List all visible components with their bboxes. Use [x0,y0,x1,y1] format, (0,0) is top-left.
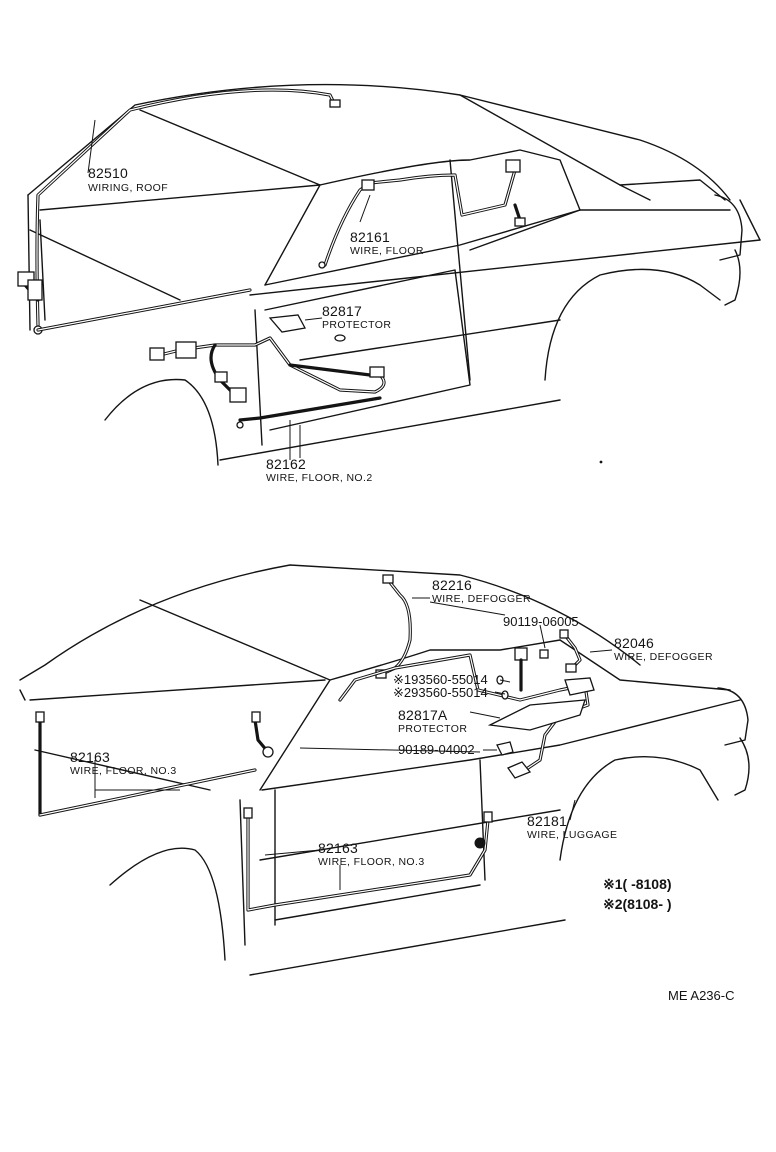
top-car-body [27,83,761,466]
defogger-connector-icon [382,574,394,584]
callout-82181-name: WIRE, LUGGAGE [527,829,617,841]
callout-82510-name: WIRING, ROOF [88,182,168,194]
roof-wiring-harness [17,88,341,335]
defogger-wire-harness [375,574,412,679]
floor-no3-left-connector-icon [35,711,45,723]
callout-82162-number: 82162 [266,456,306,472]
callout-82163-left-name: WIRE, FLOOR, NO.3 [70,765,177,777]
floor-connector-icon [505,159,521,173]
callout-82161-number: 82161 [350,229,390,245]
luggage-connector-icon [507,761,532,779]
callout-82163-right-name: WIRE, FLOOR, NO.3 [318,856,425,868]
callout-90119-number: 90119-06005 [503,614,579,629]
callout-82216-number: 82216 [432,577,472,593]
speck [599,460,603,464]
callout-82181-number: 82181 [527,813,567,829]
top-leader-lines [87,119,371,460]
callout-82216-name: WIRE, DEFOGGER [432,593,531,605]
defogger-82046-harness [559,629,582,673]
floor-wire-no3-right-harness [243,807,493,912]
floor-wire-no2-harness [149,314,386,429]
protector-pad-icon [268,314,306,333]
callout-82163-right-number: 82163 [318,840,358,856]
callout-82510-number: 82510 [88,165,128,181]
callout-90189-number: 90189-04002 [398,742,475,757]
floor-wire-no3-left-harness [35,711,274,817]
callout-82817-number: 82817 [322,303,362,319]
roof-connector-icon [329,99,341,108]
floor-no3-right-connector-icon [243,807,253,819]
callout-82161-name: WIRE, FLOOR [350,245,424,257]
callout-82817a-number: 82817A [398,707,448,723]
callout-82046-name: WIRE, DEFOGGER [614,651,713,663]
luggage-wire-harness [338,647,595,779]
note-type2-range: ※2(8108- ) [603,896,672,912]
callout-82162-name: WIRE, FLOOR, NO.2 [266,472,373,484]
floor-no2-connector-icon [149,347,165,361]
diagram-reference: ME A236-C [668,988,734,1003]
callout-93560-55014-type1: ※193560-55014 [393,672,488,687]
clamp-90119-icon [539,649,549,659]
grommet-90189-icon [496,741,514,756]
callout-82817-name: PROTECTOR [322,319,391,331]
callout-82163-left-number: 82163 [70,749,110,765]
protector-82817a-icon [487,699,586,731]
bottom-leader-lines [94,597,613,890]
callout-82817a-name: PROTECTOR [398,723,467,735]
note-type1-range: ※1( -8108) [603,876,672,892]
floor-wire-harness [318,159,526,269]
callout-93560-55014-type2: ※293560-55014 [393,685,488,700]
callout-82046-number: 82046 [614,635,654,651]
